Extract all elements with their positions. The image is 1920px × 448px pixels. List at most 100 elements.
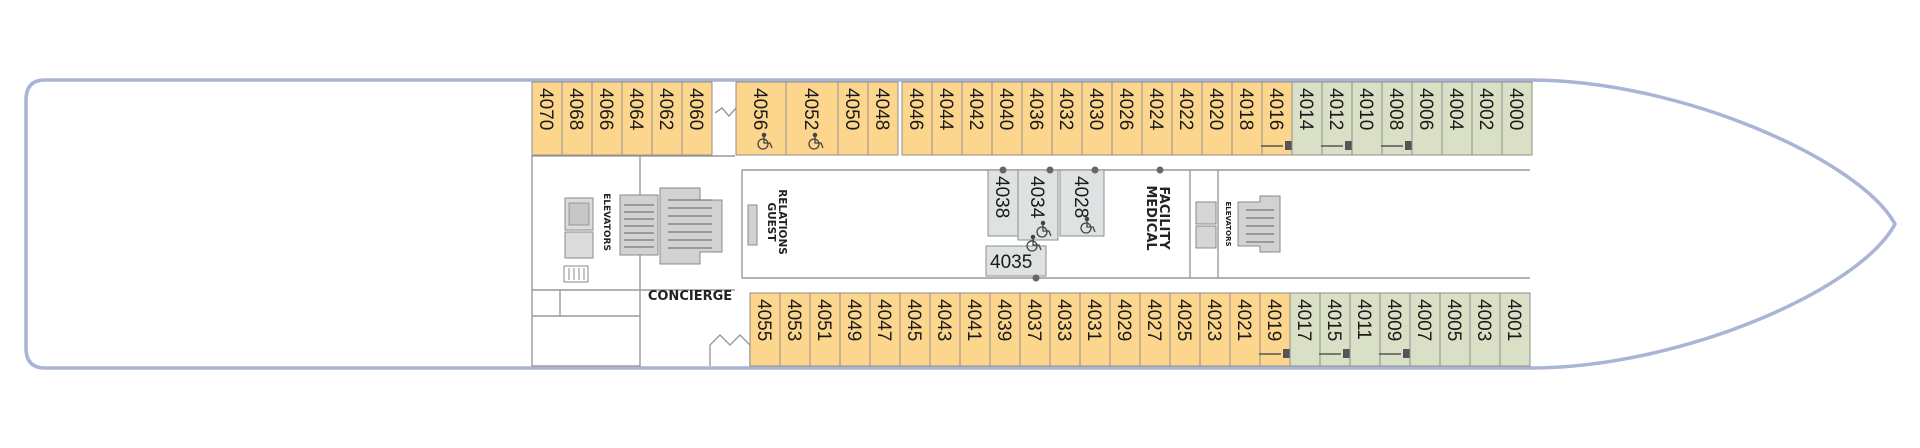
elevators-aft-label: ELEVATORS	[601, 193, 611, 251]
wheelchair-icon	[1026, 234, 1042, 252]
cabin-4025[interactable]: 4025	[1169, 292, 1201, 367]
cabin-number: 4008	[1385, 88, 1406, 130]
cabin-4062[interactable]: 4062	[651, 81, 683, 156]
cabin-4026[interactable]: 4026	[1111, 81, 1143, 156]
cabin-4046[interactable]: 4046	[901, 81, 933, 156]
cabin-4029[interactable]: 4029	[1109, 292, 1141, 367]
cabin-number: 4000	[1505, 88, 1526, 130]
cabin-4021[interactable]: 4021	[1229, 292, 1261, 367]
cabin-4043[interactable]: 4043	[929, 292, 961, 367]
svg-text:MEDICAL: MEDICAL	[1143, 185, 1158, 250]
cabin-4034[interactable]: 4034	[1017, 169, 1059, 241]
cabin-number: 4042	[965, 88, 986, 130]
wall-marker-dot	[1091, 166, 1099, 174]
cabin-4017[interactable]: 4017	[1289, 292, 1321, 367]
cabin-4055[interactable]: 4055	[749, 292, 781, 367]
svg-text:RELATIONS: RELATIONS	[776, 189, 788, 255]
cabin-4002[interactable]: 4002	[1471, 81, 1503, 156]
cabin-4015[interactable]: 4015	[1319, 292, 1352, 367]
cabin-4052[interactable]: 4052	[785, 81, 839, 156]
cabin-number: 4026	[1115, 88, 1136, 130]
connecting-door-icon	[1379, 349, 1412, 358]
cabin-4019[interactable]: 4019	[1259, 292, 1292, 367]
cabin-4070[interactable]: 4070	[531, 81, 563, 156]
cabin-4037[interactable]: 4037	[1019, 292, 1051, 367]
cabin-4042[interactable]: 4042	[961, 81, 993, 156]
cabin-4035[interactable]: 4035	[985, 234, 1047, 277]
cabin-4064[interactable]: 4064	[621, 81, 653, 156]
cabin-number: 4050	[841, 88, 862, 130]
cabin-number: 4004	[1445, 88, 1466, 131]
cabin-4031[interactable]: 4031	[1079, 292, 1111, 367]
cabin-4060[interactable]: 4060	[681, 81, 713, 156]
cabin-4006[interactable]: 4006	[1411, 81, 1443, 156]
cabin-4016[interactable]: 4016	[1261, 81, 1294, 156]
cabin-4014[interactable]: 4014	[1291, 81, 1323, 156]
cabin-4044[interactable]: 4044	[931, 81, 963, 156]
cabin-4010[interactable]: 4010	[1351, 81, 1383, 156]
cabin-number: 4011	[1353, 299, 1374, 340]
cabin-4009[interactable]: 4009	[1379, 292, 1412, 367]
cabin-number: 4003	[1473, 299, 1494, 341]
cabin-4040[interactable]: 4040	[991, 81, 1023, 156]
cabin-4039[interactable]: 4039	[989, 292, 1021, 367]
wheelchair-icon	[757, 132, 773, 150]
cabin-4008[interactable]: 4008	[1381, 81, 1414, 156]
cabin-4066[interactable]: 4066	[591, 81, 623, 156]
cabin-4038[interactable]: 4038	[987, 169, 1019, 237]
cabin-4028[interactable]: 4028	[1059, 169, 1105, 237]
cabin-4004[interactable]: 4004	[1441, 81, 1473, 156]
cabin-4024[interactable]: 4024	[1141, 81, 1173, 156]
cabin-number: 4007	[1413, 299, 1434, 341]
cabin-number: 4015	[1323, 299, 1344, 341]
cabin-4036[interactable]: 4036	[1021, 81, 1053, 156]
cabin-4050[interactable]: 4050	[837, 81, 869, 156]
cabin-4033[interactable]: 4033	[1049, 292, 1081, 367]
cabin-number: 4014	[1295, 88, 1316, 131]
cabin-4048[interactable]: 4048	[867, 81, 899, 156]
cabin-4032[interactable]: 4032	[1051, 81, 1083, 156]
cabin-4068[interactable]: 4068	[561, 81, 593, 156]
wheelchair-icon	[1036, 220, 1052, 238]
cabin-number: 4037	[1023, 299, 1044, 341]
concierge-label: CONCIERGE	[648, 289, 732, 304]
cabin-number: 4010	[1355, 88, 1376, 130]
cabin-4000[interactable]: 4000	[1501, 81, 1533, 156]
cabin-number: 4066	[595, 88, 616, 130]
cabin-4051[interactable]: 4051	[809, 292, 841, 367]
cabin-4047[interactable]: 4047	[869, 292, 901, 367]
cabin-4011[interactable]: 4011	[1349, 292, 1381, 367]
cabin-4020[interactable]: 4020	[1201, 81, 1233, 156]
cabin-4022[interactable]: 4022	[1171, 81, 1203, 156]
cabin-4049[interactable]: 4049	[839, 292, 871, 367]
cabin-number: 4022	[1175, 88, 1196, 130]
cabin-4018[interactable]: 4018	[1231, 81, 1263, 156]
cabin-4005[interactable]: 4005	[1439, 292, 1471, 367]
cabin-4041[interactable]: 4041	[959, 292, 991, 367]
cabin-4003[interactable]: 4003	[1469, 292, 1501, 367]
cabin-4056[interactable]: 4056	[735, 81, 787, 156]
cabin-number: 4027	[1143, 299, 1164, 341]
cabin-4023[interactable]: 4023	[1199, 292, 1231, 367]
cabin-number: 4036	[1025, 88, 1046, 130]
cabin-number: 4055	[753, 299, 774, 341]
cabin-4045[interactable]: 4045	[899, 292, 931, 367]
cabin-number: 4052	[800, 88, 821, 130]
cabin-4012[interactable]: 4012	[1321, 81, 1354, 156]
cabin-number: 4006	[1415, 88, 1436, 130]
cabin-4007[interactable]: 4007	[1409, 292, 1441, 367]
cabin-4030[interactable]: 4030	[1081, 81, 1113, 156]
guest-relations-desk	[747, 204, 758, 246]
cabin-number: 4021	[1233, 299, 1254, 341]
cabin-number: 4028	[1070, 176, 1091, 218]
connecting-door-icon	[1381, 141, 1414, 150]
cabin-number: 4046	[905, 88, 926, 130]
cabin-4001[interactable]: 4001	[1499, 292, 1531, 367]
cabin-4053[interactable]: 4053	[779, 292, 811, 367]
cabin-4027[interactable]: 4027	[1139, 292, 1171, 367]
aft-elevators: ELEVATORS	[563, 187, 723, 283]
